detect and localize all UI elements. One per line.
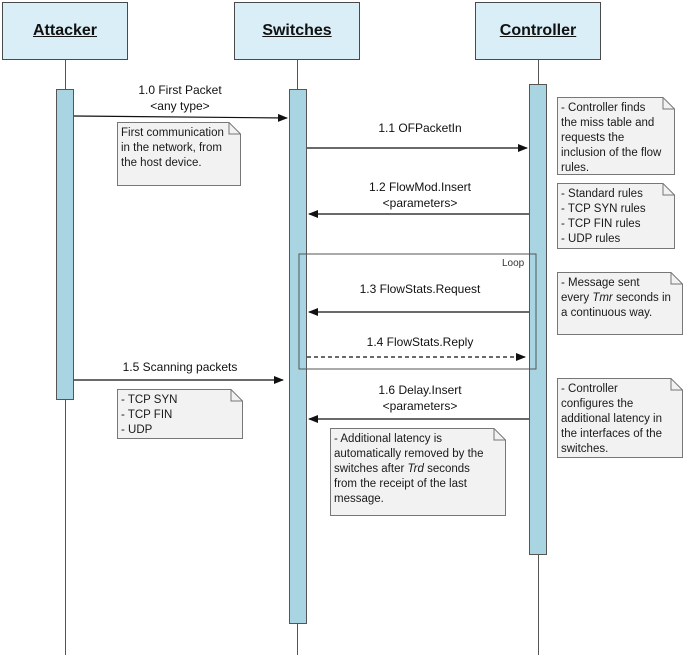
note-latency-text-a: - Additional latency is automatically re…: [334, 433, 484, 475]
actor-attacker-label: Attacker: [32, 22, 98, 39]
message-1-2: 1.2 FlowMod.Insert <parameters>: [368, 180, 472, 210]
note-latency-var: Trd: [407, 463, 424, 475]
arrow-first-packet: [73, 113, 288, 122]
actor-controller-label: Controller: [499, 22, 577, 39]
note-message-sent-text-b: seconds in a continuous way.: [561, 292, 671, 319]
message-1-1: 1.1 OFPacketIn: [378, 121, 462, 135]
note-latency-text-b: seconds from the receipt of the last mes…: [334, 463, 470, 505]
actor-switches: Switches: [234, 2, 360, 60]
message-1-5: 1.5 Scanning packets: [122, 360, 238, 374]
actor-switches-label: Switches: [262, 22, 332, 39]
note-message-sent: - Message sent every Tmr seconds in a co…: [557, 272, 683, 335]
actor-attacker: Attacker: [2, 2, 128, 60]
activation-attacker: [56, 89, 74, 400]
actor-controller: Controller: [475, 2, 601, 60]
message-1-0: 1.0 First Packet <any type>: [138, 83, 222, 113]
note-message-sent-text-a: - Message sent every: [561, 277, 640, 304]
note-controller-configures: - Controller configures the additional l…: [557, 378, 683, 458]
loop-label: Loop: [502, 258, 525, 269]
message-1-4: 1.4 FlowStats.Reply: [366, 335, 474, 349]
note-message-sent-var: Tmr: [592, 292, 613, 304]
note-rules: - Standard rules - TCP SYN rules - TCP F…: [557, 183, 675, 249]
note-controller-finds: - Controller finds the miss table and re…: [557, 97, 675, 175]
note-first-communication: First communication in the network, from…: [117, 122, 241, 186]
message-1-3: 1.3 FlowStats.Request: [359, 282, 481, 296]
loop-frame: [298, 253, 537, 370]
activation-controller: [529, 84, 547, 555]
note-additional-latency: - Additional latency is automatically re…: [330, 428, 506, 516]
note-scan-types: - TCP SYN - TCP FIN - UDP: [117, 389, 243, 439]
activation-switches: [289, 89, 307, 624]
message-1-6: 1.6 Delay.Insert <parameters>: [378, 383, 462, 413]
